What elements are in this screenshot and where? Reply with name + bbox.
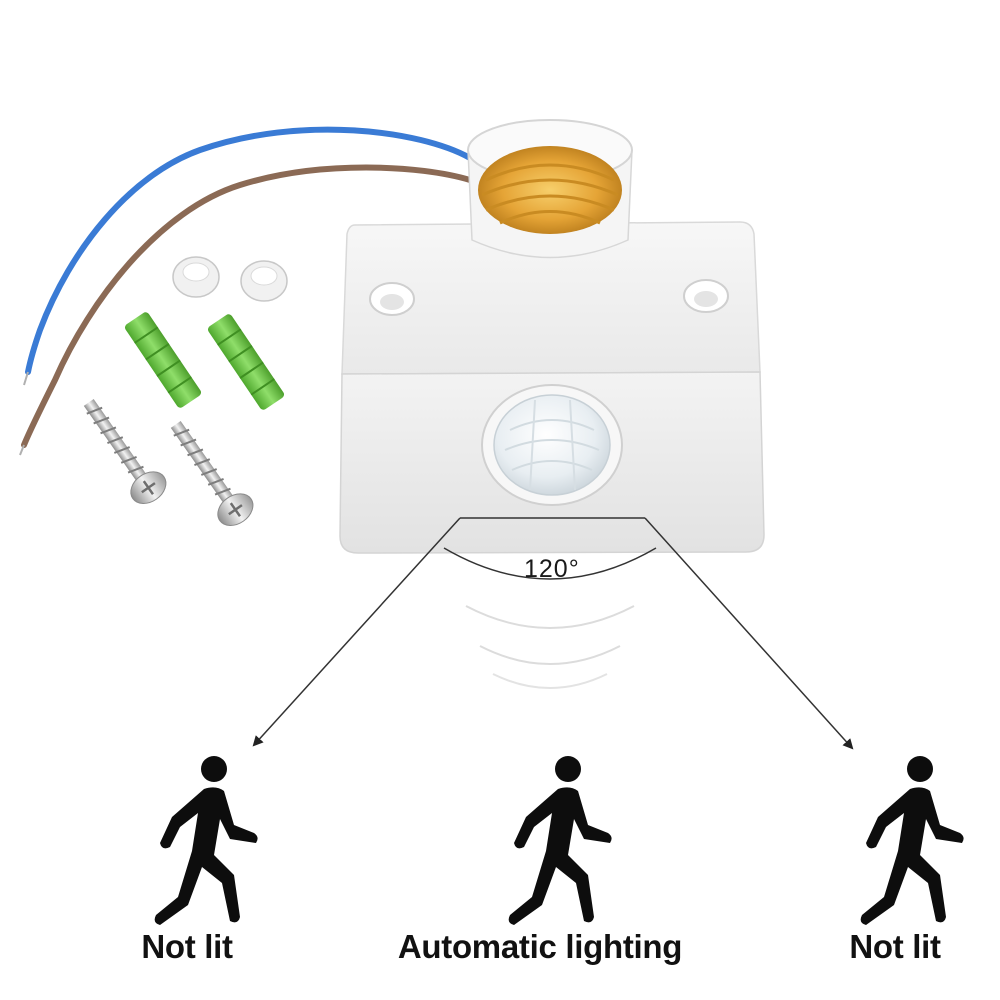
- detection-angle-label: 120°: [524, 555, 580, 583]
- wires: [19, 126, 473, 456]
- caption-right-not-lit: Not lit: [849, 928, 941, 965]
- arrow-icon: [644, 517, 854, 750]
- wall-anchors: [124, 312, 285, 410]
- plastic-caps: [172, 256, 288, 302]
- pir-lens: [481, 384, 623, 506]
- sensor-wave-icon: [465, 605, 635, 689]
- walking-person-icon: [154, 756, 258, 925]
- arrow-icon: [252, 517, 461, 747]
- caption-center-automatic-lighting: Automatic lighting: [397, 928, 683, 965]
- caption-left-not-lit: Not lit: [141, 928, 233, 965]
- lamp-socket: [467, 119, 633, 259]
- detection-range: [252, 517, 854, 750]
- screws: [83, 399, 254, 527]
